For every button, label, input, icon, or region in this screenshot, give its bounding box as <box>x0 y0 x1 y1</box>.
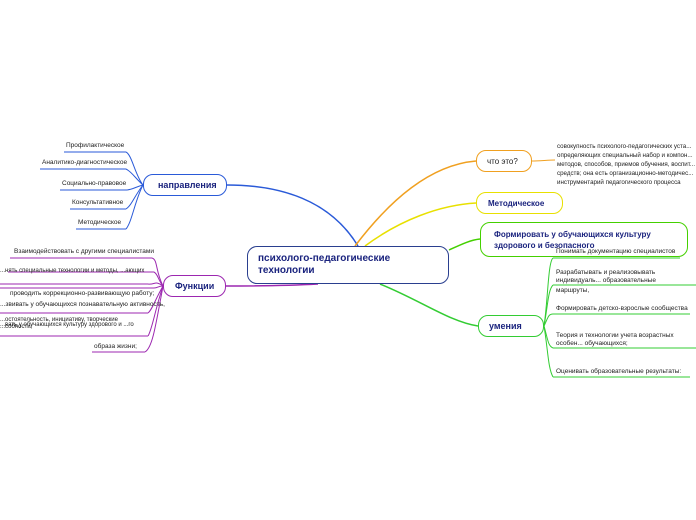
topic-funktsii[interactable]: Функции <box>163 275 226 297</box>
subtopic-umeniya-item[interactable]: Оценивать образовательные результаты: <box>556 368 682 375</box>
subtopic-funktsii-item[interactable]: ...остоятельность, инициативу, творчески… <box>0 317 118 330</box>
central-topic[interactable]: психолого-педагогические технологии <box>247 246 449 284</box>
subtopic-umeniya-item[interactable]: маршруты, <box>556 287 590 294</box>
link-chto <box>354 160 477 247</box>
subtopic-napravleniya-item[interactable]: Профилактическое <box>66 142 125 149</box>
subtopic-funktsii-item[interactable]: ...вать у обучающихся культуру здорового… <box>0 322 134 328</box>
subtopic-funktsii-item[interactable]: образа жизни; <box>94 343 137 350</box>
subtopic-chto-eto-definition[interactable]: совокупность психолого-педагогических ус… <box>557 143 696 186</box>
link-form <box>448 238 481 251</box>
subtopic-umeniya-item[interactable]: Теория и технологии учета возрастных осо… <box>556 332 674 347</box>
subtopic-napravleniya-item[interactable]: Аналитико-диагностическое <box>42 159 128 166</box>
topic-formirovat[interactable]: Формировать у обучающихся культуру здоро… <box>480 222 688 257</box>
subtopic-funktsii-item[interactable]: Взаимодействовать с другими специалистам… <box>14 248 154 255</box>
link-umeniya <box>379 283 479 327</box>
topic-funktsii-label: Функции <box>175 281 215 291</box>
link-funktsii <box>225 283 319 287</box>
topic-napravleniya[interactable]: направления <box>143 174 227 196</box>
subtopic-umeniya-item[interactable]: Формировать детско-взрослые сообщества <box>556 305 688 312</box>
subtopic-umeniya-item[interactable]: Разрабатывать и реализовывать индивидуал… <box>556 269 656 284</box>
subtopic-napravleniya-item[interactable]: Консультативное <box>72 199 124 206</box>
topic-umeniya[interactable]: умения <box>478 315 544 337</box>
topic-chto-eto[interactable]: что это? <box>476 150 532 172</box>
topic-chto-eto-label: что это? <box>487 156 518 166</box>
topic-metodicheskoe[interactable]: Методическое <box>476 192 563 214</box>
topic-umeniya-label: умения <box>489 321 522 331</box>
topic-metodicheskoe-label: Методическое <box>488 198 545 208</box>
subtopic-napravleniya-item[interactable]: Методическое <box>78 219 122 226</box>
topic-formirovat-label: Формировать у обучающихся культуру здоро… <box>494 229 651 250</box>
link-metod <box>364 202 477 247</box>
topic-napravleniya-label: направления <box>158 180 217 190</box>
subtopic-funktsii-item[interactable]: проводить коррекционно-развивающую работ… <box>10 290 155 297</box>
subtopic-napravleniya-item[interactable]: Социально-правовое <box>62 180 127 187</box>
link-napravleniya <box>226 184 359 247</box>
subtopic-umeniya-item[interactable]: Понимать документацию специалистов <box>556 248 676 255</box>
subtopic-funktsii-item[interactable]: ...нять специальные технологии и методы,… <box>0 268 145 274</box>
central-topic-label: психолого-педагогические технологии <box>258 253 391 276</box>
subtopic-funktsii-item[interactable]: ...звивать у обучающихся познавательную … <box>0 301 165 308</box>
